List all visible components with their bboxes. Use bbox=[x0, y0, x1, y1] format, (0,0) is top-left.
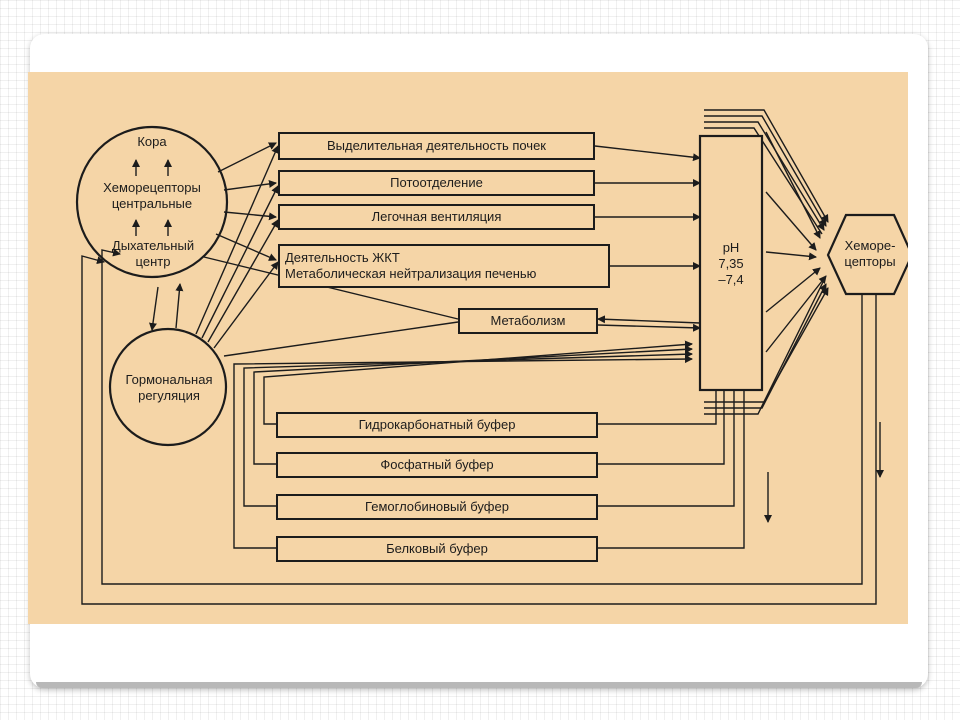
line-hormonal-kidney bbox=[195, 145, 279, 335]
kidney-excretion-box: Выделительная деятельность почек bbox=[278, 132, 595, 160]
respiratory-center-label-1: Дыхательный bbox=[111, 238, 195, 253]
line-center-sweat bbox=[223, 179, 277, 191]
gi-activity-label: Деятельность ЖКТ bbox=[285, 249, 400, 265]
acid-base-regulation-diagram: Кора Хеморецепторы центральные Дыхательн… bbox=[28, 72, 908, 624]
central-chemoreceptors-label-2: центральные bbox=[111, 196, 193, 211]
line-center-metabolism bbox=[203, 256, 459, 320]
hormonal-circle bbox=[108, 327, 228, 447]
phosphate-buffer-box: Фосфатный буфер bbox=[276, 452, 598, 478]
line-center-kidney bbox=[217, 142, 277, 173]
slide-shadow-bar bbox=[36, 682, 922, 688]
central-chemoreceptors-label-1: Хеморецепторы bbox=[103, 180, 201, 195]
hormonal-label-1: Гормональная bbox=[125, 372, 213, 387]
line-hormonal-lung bbox=[207, 219, 279, 343]
connector-lines bbox=[75, 109, 908, 605]
gi-liver-box: Деятельность ЖКТ Метаболическая нейтрали… bbox=[278, 244, 610, 288]
liver-neutralization-label: Метаболическая нейтрализация печенью bbox=[285, 266, 537, 281]
chemoreceptors-hexagon bbox=[826, 213, 908, 296]
line-center-gi bbox=[215, 233, 277, 261]
protein-buffer-box: Белковый буфер bbox=[276, 536, 598, 562]
lung-ventilation-box: Легочная вентиляция bbox=[278, 204, 595, 230]
metabolism-box: Метаболизм bbox=[458, 308, 598, 334]
central-center-circle bbox=[75, 125, 229, 279]
hemoglobin-buffer-box: Гемоглобиновый буфер bbox=[276, 494, 598, 520]
bicarbonate-buffer-box: Гидрокарбонатный буфер bbox=[276, 412, 598, 438]
arrow-hormonal-to-center bbox=[175, 283, 184, 329]
cortex-label: Кора bbox=[137, 134, 167, 149]
arrow-ph-metabolism bbox=[597, 315, 701, 324]
sweating-box: Потоотделение bbox=[278, 170, 595, 196]
line-hormonal-sweat bbox=[201, 185, 279, 339]
line-center-lung bbox=[223, 211, 277, 221]
arrow-kidney-ph bbox=[594, 145, 701, 162]
chemoreceptors-label-1: Хеморе- bbox=[844, 238, 896, 253]
ph-value-line-2: –7,4 bbox=[718, 272, 744, 287]
chemoreceptors-label-2: цепторы bbox=[844, 254, 896, 269]
arrow-metabolism-ph bbox=[597, 323, 701, 332]
ph-label: pH bbox=[722, 240, 740, 255]
hormonal-label-2: регуляция bbox=[138, 388, 200, 403]
ph-value-line-1: 7,35 bbox=[718, 256, 744, 271]
respiratory-center-label-2: центр bbox=[135, 254, 171, 269]
ph-block bbox=[698, 134, 764, 392]
line-hormonal-metabolism bbox=[223, 321, 459, 357]
arrow-center-to-hormonal bbox=[149, 286, 159, 331]
line-hormonal-gi bbox=[213, 261, 279, 349]
